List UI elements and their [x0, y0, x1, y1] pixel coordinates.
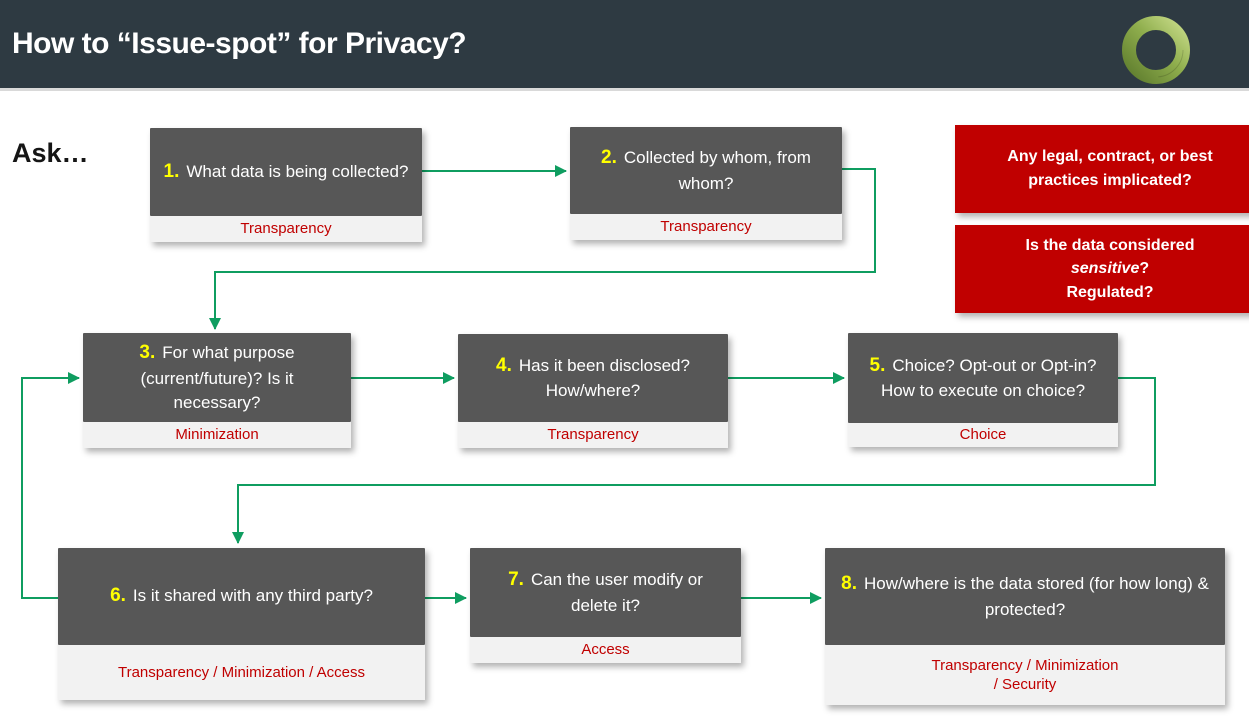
side-note-sensitive-line1: Is the data considered — [1025, 237, 1195, 255]
flow-box-1-question: 1. What data is being collected? — [150, 128, 422, 216]
flow-box-7-text: Can the user modify or delete it? — [530, 570, 703, 615]
flow-box-5-text: Choice? Opt-out or Opt-in? How to execut… — [880, 355, 1097, 401]
sensitive-suffix: ? — [1139, 260, 1150, 278]
flow-box-5-number: 5. — [869, 354, 886, 376]
flow-box-1-number: 1. — [163, 160, 180, 182]
side-note-sensitive: Is the data considered sensitive? Regula… — [955, 225, 1249, 313]
flow-box-5-category: Choice — [848, 423, 1118, 447]
flow-box-1: 1. What data is being collected? Transpar… — [150, 128, 422, 242]
flow-box-2: 2. Collected by whom, from whom? Transpar… — [570, 127, 842, 240]
flow-box-6: 6. Is it shared with any third party? Tra… — [58, 548, 425, 700]
page-title: How to “Issue-spot” for Privacy? — [12, 27, 467, 60]
flow-box-1-text: What data is being collected? — [186, 161, 409, 181]
sensitive-word: sensitive — [1070, 260, 1140, 278]
flow-box-4-number: 4. — [496, 354, 512, 376]
flow-box-2-number: 2. — [601, 147, 617, 169]
flow-box-4: 4. Has it been disclosed? How/where? Tran… — [458, 334, 728, 448]
flow-box-4-category: Transparency — [458, 422, 728, 448]
flow-box-4-text: Has it been disclosed? How/where? — [518, 355, 690, 401]
flow-box-8-question: 8. How/where is the data stored (for how … — [825, 548, 1225, 645]
flow-box-2-question: 2. Collected by whom, from whom? — [570, 127, 842, 214]
ask-label: Ask… — [12, 138, 89, 168]
flow-box-6-category: Transparency / Minimization / Access — [58, 645, 425, 700]
flow-box-6-text: Is it shared with any third party? — [132, 586, 373, 606]
flow-box-4-question: 4. Has it been disclosed? How/where? — [458, 334, 728, 422]
flow-box-6-number: 6. — [110, 585, 126, 607]
flow-box-8-number: 8. — [841, 573, 857, 595]
flow-box-3-text: For what purpose (current/future)? Is it… — [140, 343, 295, 412]
flow-box-8: 8. How/where is the data stored (for how … — [825, 548, 1225, 705]
flow-box-5: 5.Choice? Opt-out or Opt-in? How to exec… — [848, 333, 1118, 447]
side-note-legal-text: Any legal, contract, or best practices i… — [1007, 148, 1213, 189]
flow-box-5-question: 5.Choice? Opt-out or Opt-in? How to exec… — [848, 333, 1118, 423]
flow-box-7-category: Access — [470, 637, 741, 663]
flow-box-2-text: Collected by whom, from whom? — [623, 148, 811, 193]
header-divider — [0, 88, 1249, 91]
flow-box-8-text: How/where is the data stored (for how lo… — [863, 574, 1209, 619]
flow-box-7-number: 7. — [508, 569, 524, 591]
side-note-sensitive-line3: Regulated? — [1066, 283, 1154, 301]
flow-box-3-question: 3.For what purpose (current/future)? Is … — [83, 333, 351, 422]
flow-box-3: 3.For what purpose (current/future)? Is … — [83, 333, 351, 448]
side-note-legal: Any legal, contract, or best practices i… — [955, 125, 1249, 213]
flow-box-3-category: Minimization — [83, 422, 351, 448]
header-bar — [0, 0, 1249, 88]
flow-box-3-number: 3. — [139, 342, 156, 364]
side-note-sensitive-line2: sensitive? — [1071, 257, 1149, 280]
flow-box-7: 7. Can the user modify or delete it? Acce… — [470, 548, 741, 663]
flow-box-8-category: Transparency / Minimization / Security — [825, 645, 1225, 705]
flow-box-2-category: Transparency — [570, 214, 842, 240]
ring-logo-icon — [1122, 16, 1190, 84]
flow-box-7-question: 7. Can the user modify or delete it? — [470, 548, 741, 637]
flow-box-1-category: Transparency — [150, 216, 422, 242]
flow-box-6-question: 6. Is it shared with any third party? — [58, 548, 425, 645]
